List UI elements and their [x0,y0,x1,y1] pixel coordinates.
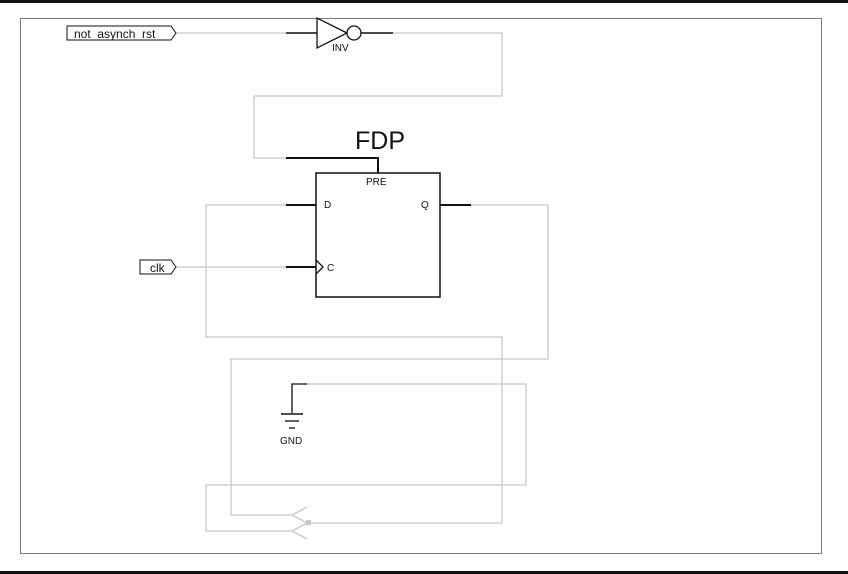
output-net [230,204,549,516]
clock-port: clk [139,259,177,275]
pin-pre-label: PRE [366,177,387,188]
data-feedback-net [205,204,503,524]
clock-port-label: clk [150,261,166,275]
inverter-label: INV [332,43,349,54]
bottom-border [0,571,848,574]
sheet-frame [20,18,822,554]
pin-c-label: C [327,263,334,274]
nets [176,32,549,532]
ground-label: GND [280,436,302,447]
inverter-output-net [253,32,503,159]
ground-symbol: GND [280,383,307,447]
pin-d-label: D [324,200,331,211]
top-border [0,0,848,3]
fdp-flipflop: FDP PRE D C Q [286,127,471,298]
flipflop-type-label: FDP [355,127,405,155]
inverter-gate: INV [286,16,393,54]
reset-port: not_asynch_rst [66,25,177,41]
reset-port-label: not_asynch_rst [74,27,156,41]
pin-q-label: Q [421,200,429,211]
ground-net [205,383,527,532]
buffer-symbol [290,506,311,540]
